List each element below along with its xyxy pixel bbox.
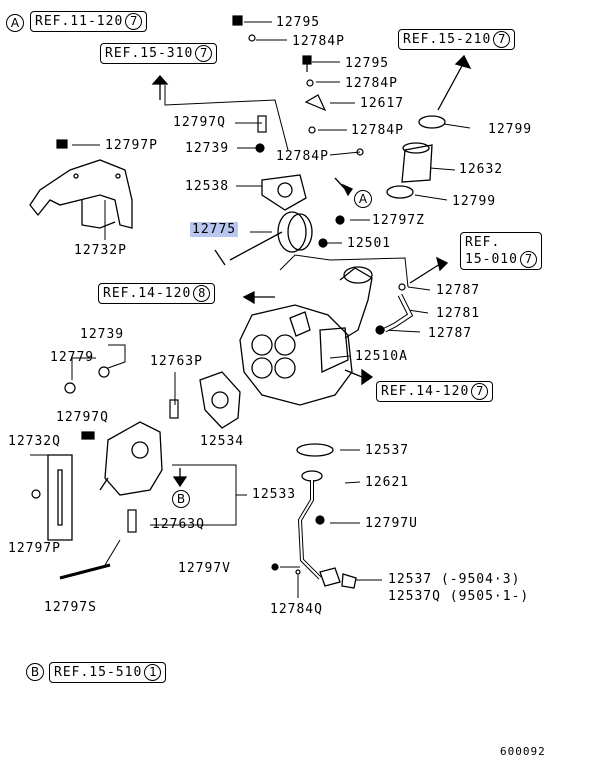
hose-12632: [386, 115, 446, 199]
part-label-12797p[interactable]: 12797P: [8, 541, 61, 556]
ref-text: REF.15-210: [403, 32, 492, 47]
part-label-12617[interactable]: 12617: [360, 96, 405, 111]
gasket-12534: [199, 371, 241, 429]
part-label-12797q[interactable]: 12797Q: [173, 115, 226, 130]
part-label-12732p[interactable]: 12732P: [74, 243, 127, 258]
part-label-12797u[interactable]: 12797U: [365, 516, 418, 531]
part-label-12797q[interactable]: 12797Q: [56, 410, 109, 425]
part-label-12784p[interactable]: 12784P: [276, 149, 329, 164]
ref-number: 7: [125, 13, 143, 30]
ref-text-2: 15-010: [465, 252, 518, 267]
ref-number: 7: [471, 383, 489, 400]
part-label-12739[interactable]: 12739: [185, 141, 230, 156]
part-label-12510a[interactable]: 12510A: [355, 349, 408, 364]
part-label-12621[interactable]: 12621: [365, 475, 410, 490]
ref-text: REF.14-120: [381, 384, 470, 399]
part-label-12784q[interactable]: 12784Q: [270, 602, 323, 617]
part-label-12537q-range[interactable]: 12537Q (9505·1-): [388, 589, 530, 604]
part-label-12787[interactable]: 12787: [436, 283, 481, 298]
part-label-12787[interactable]: 12787: [428, 326, 473, 341]
part-label-12537[interactable]: 12537: [365, 443, 410, 458]
ref-number: 7: [519, 251, 537, 268]
gasket-12538: [261, 174, 307, 211]
part-label-12784p[interactable]: 12784P: [292, 34, 345, 49]
turbocharger-12510a: [239, 266, 373, 406]
tag-a-arrow: A: [354, 190, 372, 208]
part-label-12799[interactable]: 12799: [488, 122, 533, 137]
ref-number: 7: [195, 45, 213, 62]
highlighted-part-number: 12775: [190, 222, 239, 237]
tag-b-bottom: B: [26, 663, 44, 681]
hose-12781: [383, 293, 414, 333]
ref-text: REF.15-310: [105, 46, 194, 61]
diagram-code: 600092: [500, 745, 546, 758]
ref-text: REF.11-120: [35, 14, 124, 29]
direction-arrows: [151, 54, 472, 488]
tag-b-arrow: B: [172, 490, 190, 508]
part-label-12795[interactable]: 12795: [276, 15, 321, 30]
part-label-12739[interactable]: 12739: [80, 327, 125, 342]
part-label-12797v[interactable]: 12797V: [178, 561, 231, 576]
part-label-12784p[interactable]: 12784P: [351, 123, 404, 138]
ref-number: 1: [144, 664, 162, 681]
part-label-12534[interactable]: 12534: [200, 434, 245, 449]
part-label-12784p[interactable]: 12784P: [345, 76, 398, 91]
tag-a-top: A: [6, 14, 24, 32]
part-label-12797s[interactable]: 12797S: [44, 600, 97, 615]
part-label-12781[interactable]: 12781: [436, 306, 481, 321]
part-label-12538[interactable]: 12538: [185, 179, 230, 194]
part-label-12537-range[interactable]: 12537 (-9504·3): [388, 572, 521, 587]
part-label-12533[interactable]: 12533: [252, 487, 297, 502]
bracket-12732q: [47, 454, 73, 541]
elbow-12533: [99, 421, 163, 496]
wastegate-actuator-12501: [214, 211, 313, 266]
part-label-12732q[interactable]: 12732Q: [8, 434, 61, 449]
bolts: [31, 15, 406, 580]
part-label-12775[interactable]: 12775: [190, 222, 239, 237]
part-label-12795[interactable]: 12795: [345, 56, 390, 71]
ref-text: REF.14-120: [103, 286, 192, 301]
part-label-12501[interactable]: 12501: [347, 236, 392, 251]
ref-number: 8: [193, 285, 211, 302]
part-label-12797p[interactable]: 12797P: [105, 138, 158, 153]
heat-shield-12732p: [29, 159, 133, 229]
part-label-12632[interactable]: 12632: [459, 162, 504, 177]
ref-text: REF.15-510: [54, 665, 143, 680]
part-label-12799[interactable]: 12799: [452, 194, 497, 209]
oil-pipe-12621: [296, 443, 357, 589]
ref-number: 7: [493, 31, 511, 48]
part-label-12797z[interactable]: 12797Z: [372, 213, 425, 228]
part-label-12763q[interactable]: 12763Q: [152, 517, 205, 532]
part-label-12779[interactable]: 12779: [50, 350, 95, 365]
part-label-12763p[interactable]: 12763P: [150, 354, 203, 369]
ref-text: REF.: [465, 235, 501, 250]
